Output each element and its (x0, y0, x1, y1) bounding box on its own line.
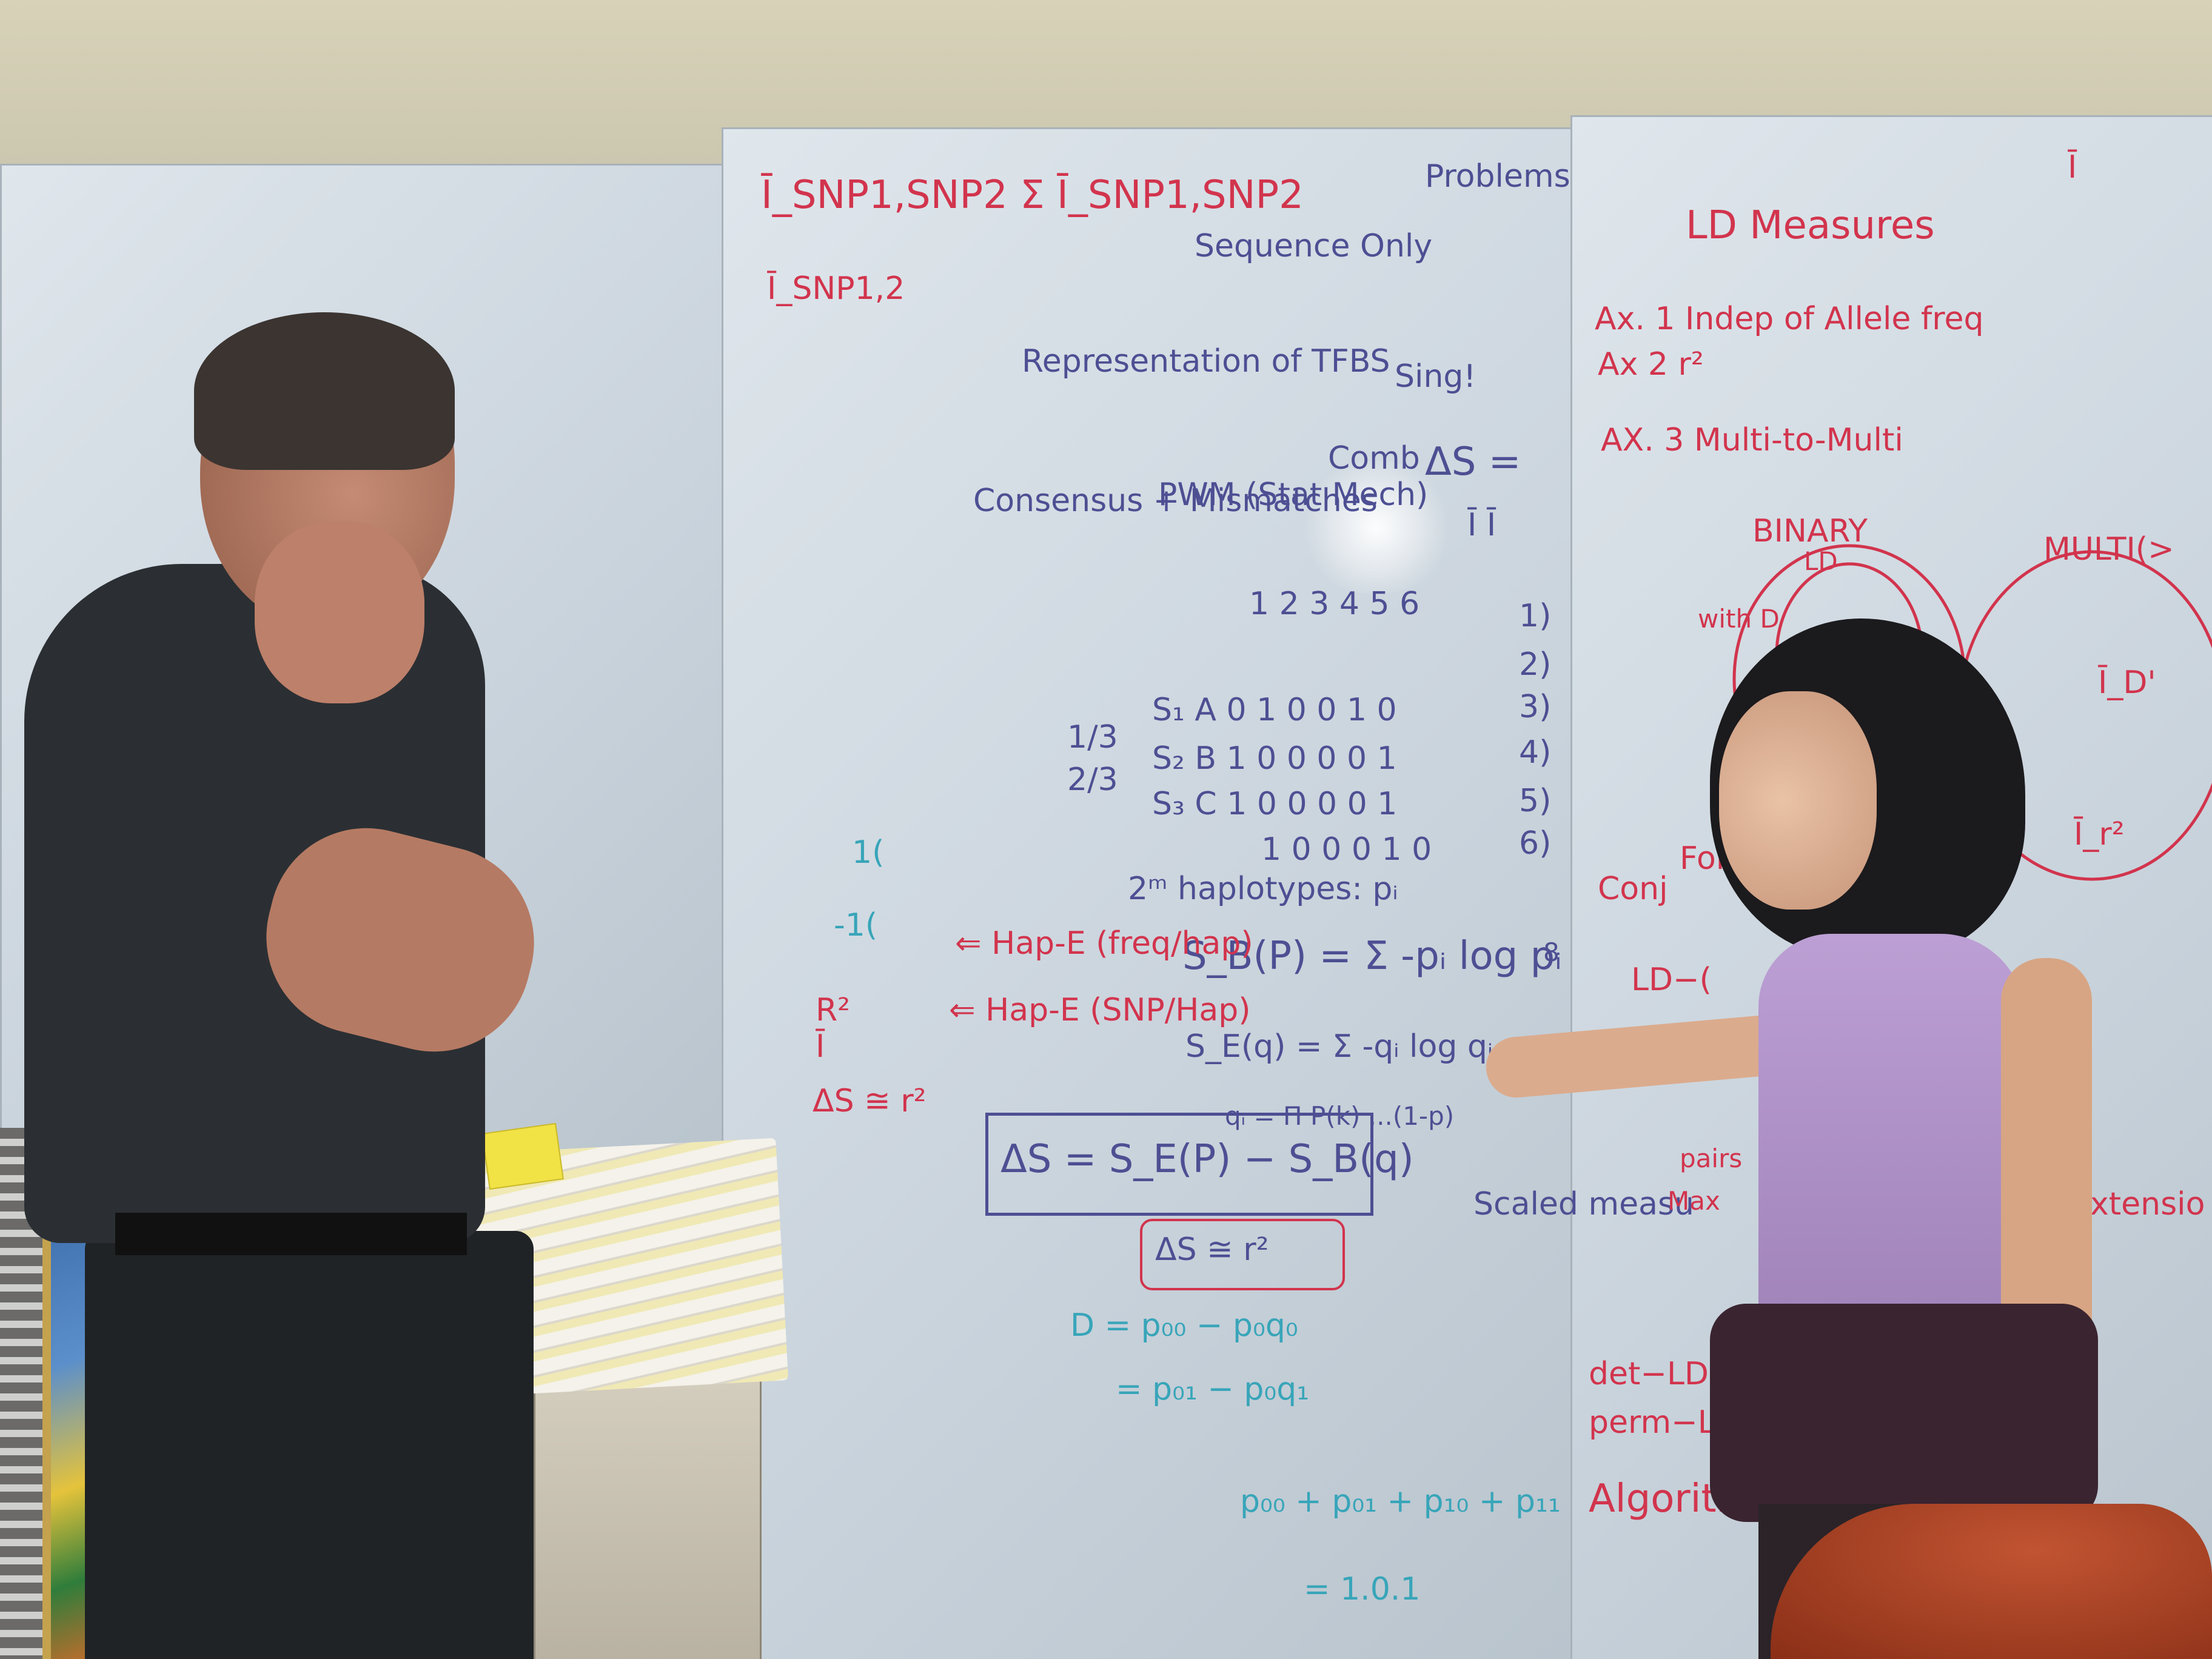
board-text: Consensus + Mismatches (973, 483, 1378, 519)
board-text: qᵢ = Π P(k) ...(1-p) (1225, 1101, 1455, 1131)
board-text: p₀₀ + p₀₁ + p₁₀ + p₁₁ (1240, 1483, 1561, 1520)
board-text: BINARY (1752, 513, 1868, 549)
board-text: Comb (1328, 440, 1420, 477)
board-text: 1 2 3 4 5 6 (1249, 586, 1420, 622)
board-text: LD−( (1631, 962, 1712, 998)
board-text: AX. 3 Multi-to-Multi (1601, 422, 1903, 458)
row-number: 2) (1519, 646, 1552, 683)
board-text: ΔS = (1425, 440, 1521, 484)
board-text: D = p₀₀ − p₀q₀ (1070, 1307, 1298, 1344)
board-text: PWM (Stat Mech) (1158, 477, 1429, 513)
board-text: Conj (1598, 871, 1668, 907)
board-text: R² (816, 992, 850, 1028)
row-number: 4) (1519, 734, 1552, 771)
board-text: Ī Ī (1467, 507, 1496, 543)
board-text: Ī_r² (2074, 816, 2125, 853)
board-text: 1 0 0 0 1 0 (1261, 831, 1432, 868)
board-text: S₃ C 1 0 0 0 0 1 (1152, 786, 1398, 822)
whiteboard-center (722, 127, 1574, 1659)
board-text: Sing! (1395, 358, 1476, 395)
boxed-equation-frame (985, 1113, 1373, 1216)
board-text: 1( (852, 834, 885, 871)
board-text: 2/3 (1067, 762, 1118, 798)
chair (1771, 1504, 2212, 1659)
board-text: = 1.0.1 (1304, 1571, 1421, 1607)
row-number: 5) (1519, 783, 1552, 819)
row-number: 3) (1519, 689, 1552, 725)
woman-purple-top (1758, 934, 2025, 1346)
boxed-approx-frame (1140, 1219, 1345, 1290)
board-text: Representation of TFBS (1022, 343, 1390, 380)
board-text: = p₀₁ − p₀q₁ (1116, 1371, 1310, 1407)
board-text: Ī_SNP1,2 (767, 270, 905, 307)
board-text: Ī (816, 1028, 825, 1065)
board-text: 1/3 (1067, 719, 1118, 756)
woman-wrap (1710, 1304, 2098, 1522)
board-text: Ī_SNP1,SNP2 Σ Ī_SNP1,SNP2 (761, 173, 1304, 218)
board-text: Ax. 1 Indep of Allele freq (1595, 301, 1984, 337)
board-text: S₂ B 1 0 0 0 0 1 (1152, 740, 1397, 777)
board-text: 2ᵐ haplotypes: pᵢ (1128, 871, 1398, 907)
man-hand (255, 521, 424, 703)
man-pants (85, 1231, 534, 1659)
board-text: S_B(P) = Σ -pᵢ log pᵢ (1182, 934, 1562, 979)
board-text: Max (1667, 1186, 1720, 1216)
boxed-equation: ΔS = S_E(P) − S_B(q) (1000, 1137, 1414, 1182)
board-text: ΔS ≅ r² (813, 1083, 927, 1119)
board-text: pairs (1680, 1144, 1743, 1173)
board-text: S_E(q) = Σ -qᵢ log qᵢ (1185, 1028, 1493, 1065)
board-text: MULTI(> (2043, 531, 2174, 568)
board-text: Ī_D' (2098, 665, 2156, 701)
board-text: ⇐ Hap-E (SNP/Hap) (949, 992, 1251, 1028)
board-text: ⇐ Hap-E (freq/hap) (955, 925, 1253, 962)
board-text: with D (1698, 604, 1780, 634)
board-text: Sequence Only (1195, 228, 1433, 264)
boxed-approx: ΔS ≅ r² (1155, 1232, 1269, 1268)
board-text: -1( (834, 907, 878, 943)
light-glare (1298, 461, 1455, 594)
board-text: S₁ A 0 1 0 0 1 0 (1152, 692, 1397, 728)
row-number: 6) (1519, 825, 1552, 862)
row-number: 1) (1519, 598, 1552, 634)
board-text: Problems (1425, 158, 1570, 195)
row-number: 8 (1543, 937, 1560, 967)
board-text: Ax 2 r² (1598, 346, 1704, 383)
board-text: Ī (2068, 149, 2077, 186)
man-hair (194, 312, 455, 470)
sticky-note-pad (481, 1122, 564, 1190)
woman-face (1719, 691, 1877, 910)
man-belt (115, 1213, 467, 1255)
board-text: det−LD (1589, 1356, 1709, 1392)
board-heading: LD Measures (1686, 203, 1935, 248)
board-text: Scaled measu (1473, 1186, 1694, 1222)
